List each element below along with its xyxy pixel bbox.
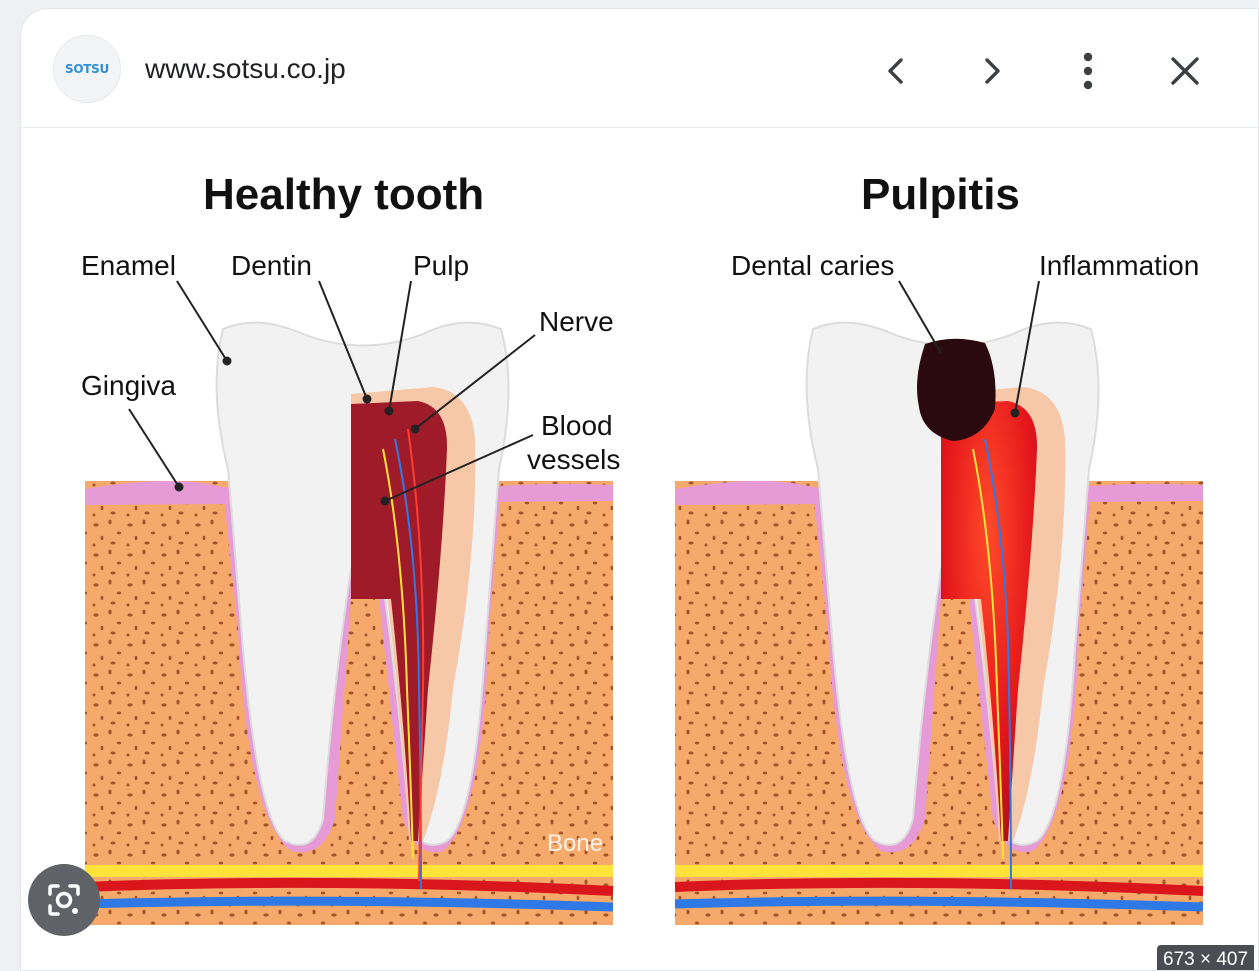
next-button[interactable]	[968, 47, 1016, 95]
more-vert-icon	[1081, 51, 1095, 91]
label-pulp: Pulp	[413, 250, 469, 281]
title-healthy-tooth: Healthy tooth	[203, 170, 484, 219]
site-logo[interactable]: SOTSU	[53, 35, 121, 103]
label-inflammation: Inflammation	[1039, 250, 1199, 281]
pulpitis-tooth-illustration	[675, 323, 1203, 925]
header-divider	[21, 127, 1258, 128]
more-options-button[interactable]	[1064, 47, 1112, 95]
site-url-link[interactable]: www.sotsu.co.jp	[145, 53, 346, 85]
image-dimensions: 673 × 407	[1157, 945, 1254, 971]
title-pulpitis: Pulpitis	[861, 170, 1020, 219]
close-icon	[1170, 56, 1200, 86]
site-logo-text: SOTSU	[65, 62, 109, 76]
chevron-left-icon	[881, 56, 911, 86]
label-bone: Bone	[547, 830, 603, 857]
tooth-diagram: Bone Healthy tooth Enamel Dentin Pulp Ne…	[23, 129, 1259, 971]
preview-header: SOTSU www.sotsu.co.jp	[21, 9, 1258, 129]
healthy-tooth-illustration: Bone	[85, 323, 613, 925]
label-blood-vessels-1: Blood	[541, 410, 613, 441]
close-button[interactable]	[1161, 47, 1209, 95]
previous-button[interactable]	[872, 47, 920, 95]
label-dental-caries: Dental caries	[731, 250, 894, 281]
label-gingiva: Gingiva	[81, 370, 176, 401]
chevron-right-icon	[977, 56, 1007, 86]
label-nerve: Nerve	[539, 306, 614, 337]
caries-lesion	[917, 339, 996, 441]
search-with-lens-button[interactable]	[28, 864, 100, 936]
lens-icon	[44, 880, 84, 920]
preview-image[interactable]: Bone Healthy tooth Enamel Dentin Pulp Ne…	[23, 129, 1259, 971]
label-dentin: Dentin	[231, 250, 312, 281]
image-preview-panel: SOTSU www.sotsu.co.jp	[20, 8, 1259, 971]
label-enamel: Enamel	[81, 250, 176, 281]
label-blood-vessels-2: vessels	[527, 444, 620, 475]
